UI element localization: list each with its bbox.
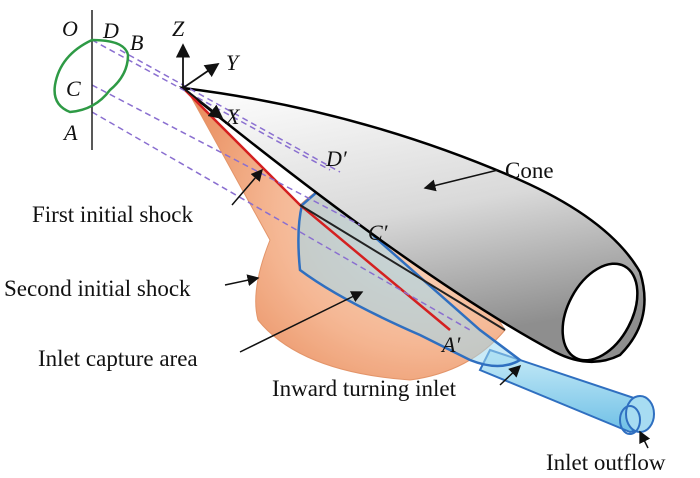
outflow-leader	[639, 430, 651, 449]
point-C-prime: C′	[368, 220, 389, 245]
inward-leader	[499, 364, 522, 386]
coordinate-axes	[175, 43, 224, 120]
cone-leader	[423, 169, 499, 192]
point-A: A	[62, 120, 78, 145]
first-shock-leader	[231, 168, 263, 206]
point-B: B	[130, 30, 143, 55]
point-C: C	[66, 76, 81, 101]
label-cone: Cone	[505, 158, 554, 183]
point-O: O	[62, 16, 78, 41]
label-capture-area: Inlet capture area	[38, 346, 198, 371]
second-shock-leader	[224, 274, 260, 287]
label-first-shock: First initial shock	[32, 202, 194, 227]
capture-leader	[239, 291, 364, 353]
cone-body	[178, 86, 646, 364]
axis-z-label: Z	[172, 16, 185, 41]
axis-y-label: Y	[226, 50, 241, 75]
label-outflow: Inlet outflow	[546, 450, 666, 475]
axis-x-label: X	[225, 104, 241, 129]
inlet-capture-area	[53, 38, 130, 114]
point-A-prime: A′	[440, 332, 461, 357]
label-second-shock: Second initial shock	[4, 276, 191, 301]
point-D: D	[102, 18, 119, 43]
label-inward-inlet: Inward turning inlet	[272, 376, 457, 401]
cone-base	[561, 262, 639, 362]
point-D-prime: D′	[325, 146, 348, 171]
